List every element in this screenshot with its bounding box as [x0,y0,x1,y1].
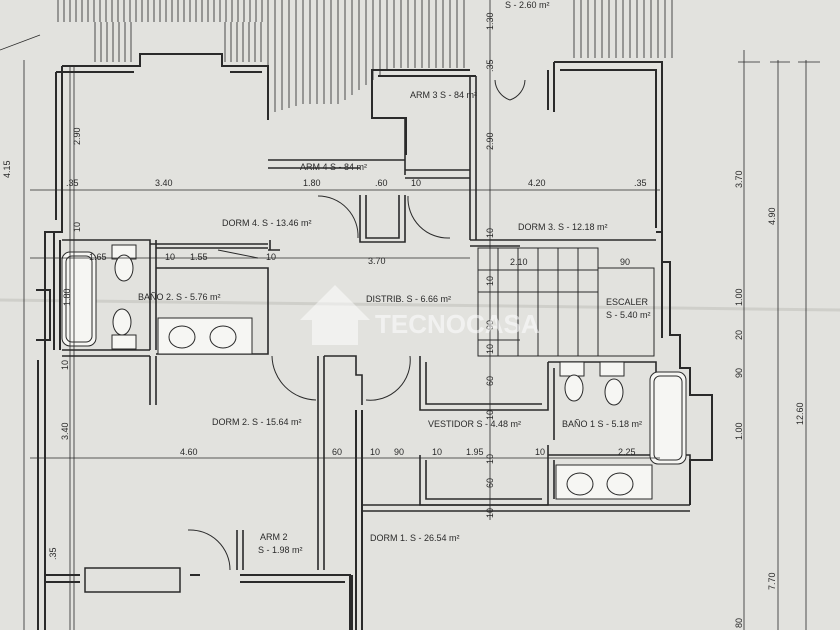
dim-label: 90 [394,447,404,457]
dim-label: 60 [485,376,495,386]
watermark-house-icon [300,285,370,345]
label-distrib: DISTRIB. S - 6.66 m² [366,294,451,304]
label-dorm3: DORM 3. S - 12.18 m² [518,222,608,232]
label-top-area: S - 2.60 m² [505,0,550,10]
doors [187,79,526,571]
dim-label: 12.60 [795,402,805,425]
dim-label: 3.70 [734,170,744,188]
dim-label: 4.15 [2,160,12,178]
watermark: TECNOCASA [300,285,540,345]
label-dorm1: DORM 1. S - 26.54 m² [370,533,460,543]
dim-label: 3.40 [60,422,70,440]
label-arm2-area: S - 1.98 m² [258,545,303,555]
dim-label: 4.90 [767,207,777,225]
dim-label: 1.80 [62,288,72,306]
label-bano2: BAÑO 2. S - 5.76 m² [138,292,221,302]
room-labels: S - 2.60 m² ARM 3 S - 84 m² ARM 4 S - 84… [138,0,651,555]
dim-label: 1.65 [89,252,107,262]
dimension-lines [0,0,820,630]
staircase [477,247,655,357]
vertical-dimension-labels: 1.30 .35 2.90 2.90 10 10 1.80 10 10 90 1… [48,12,495,560]
dim-label: 3.40 [155,178,173,188]
dim-label: 90 [485,320,495,330]
dim-label: 10 [485,508,495,518]
dim-label: 10 [72,222,82,232]
dim-label: 10 [165,252,175,262]
dim-label: 1.95 [466,447,484,457]
dim-label: 10 [535,447,545,457]
dim-label: 4.60 [180,447,198,457]
dim-label: 4.20 [528,178,546,188]
dim-label: 1.00 [734,422,744,440]
dim-label: 10 [485,228,495,238]
dim-label: 10 [60,360,70,370]
dim-label: 10 [370,447,380,457]
dim-label: 7.70 [767,572,777,590]
label-vestidor: VESTIDOR S - 4.48 m² [428,419,521,429]
dim-label: .35 [634,178,647,188]
label-arm4: ARM 4 S - 84 m² [300,162,367,172]
fixtures [61,244,687,500]
dim-label: .35 [48,547,58,560]
dim-label: 10 [485,276,495,286]
dim-label: 60 [485,478,495,488]
dim-label: 80 [734,618,744,628]
right-dimension-labels: 3.70 4.90 1.00 20 90 1.00 12.60 7.70 80 … [2,160,805,628]
dim-label: 10 [432,447,442,457]
dim-label: 1.80 [303,178,321,188]
dim-label: 3.70 [368,256,386,266]
label-dorm2: DORM 2. S - 15.64 m² [212,417,302,427]
dim-label: 10 [411,178,421,188]
dim-label: 2.10 [510,257,528,267]
dim-label: 1.00 [734,288,744,306]
label-dorm4: DORM 4. S - 13.46 m² [222,218,312,228]
dim-label: 2.90 [485,132,495,150]
paper-fold [0,298,840,312]
label-escaler-area: S - 5.40 m² [606,310,651,320]
facade-hatching [57,0,673,112]
dim-label: 2.90 [72,127,82,145]
dim-label: .35 [485,59,495,72]
dim-label: 20 [734,330,744,340]
label-arm2-title: ARM 2 [260,532,288,542]
dim-label: 60 [332,447,342,457]
dim-label: 2.25 [618,447,636,457]
watermark-text: TECNOCASA [375,309,540,339]
horizontal-dimension-labels: .35 3.40 1.80 .60 10 4.20 .35 1.65 10 1.… [66,178,647,457]
dim-label: .35 [66,178,79,188]
label-arm3: ARM 3 S - 84 m² [410,90,477,100]
walls [36,53,713,630]
dim-label: 10 [266,252,276,262]
dim-label: 1.30 [485,12,495,30]
dim-label: 90 [734,368,744,378]
dim-label: 90 [620,257,630,267]
dim-label: 10 [485,344,495,354]
dim-label: 10 [485,410,495,420]
dim-label: 10 [485,454,495,464]
label-bano1: BAÑO 1 S - 5.18 m² [562,419,642,429]
dim-label: 1.55 [190,252,208,262]
label-escaler-title: ESCALER [606,297,649,307]
dim-label: .60 [375,178,388,188]
